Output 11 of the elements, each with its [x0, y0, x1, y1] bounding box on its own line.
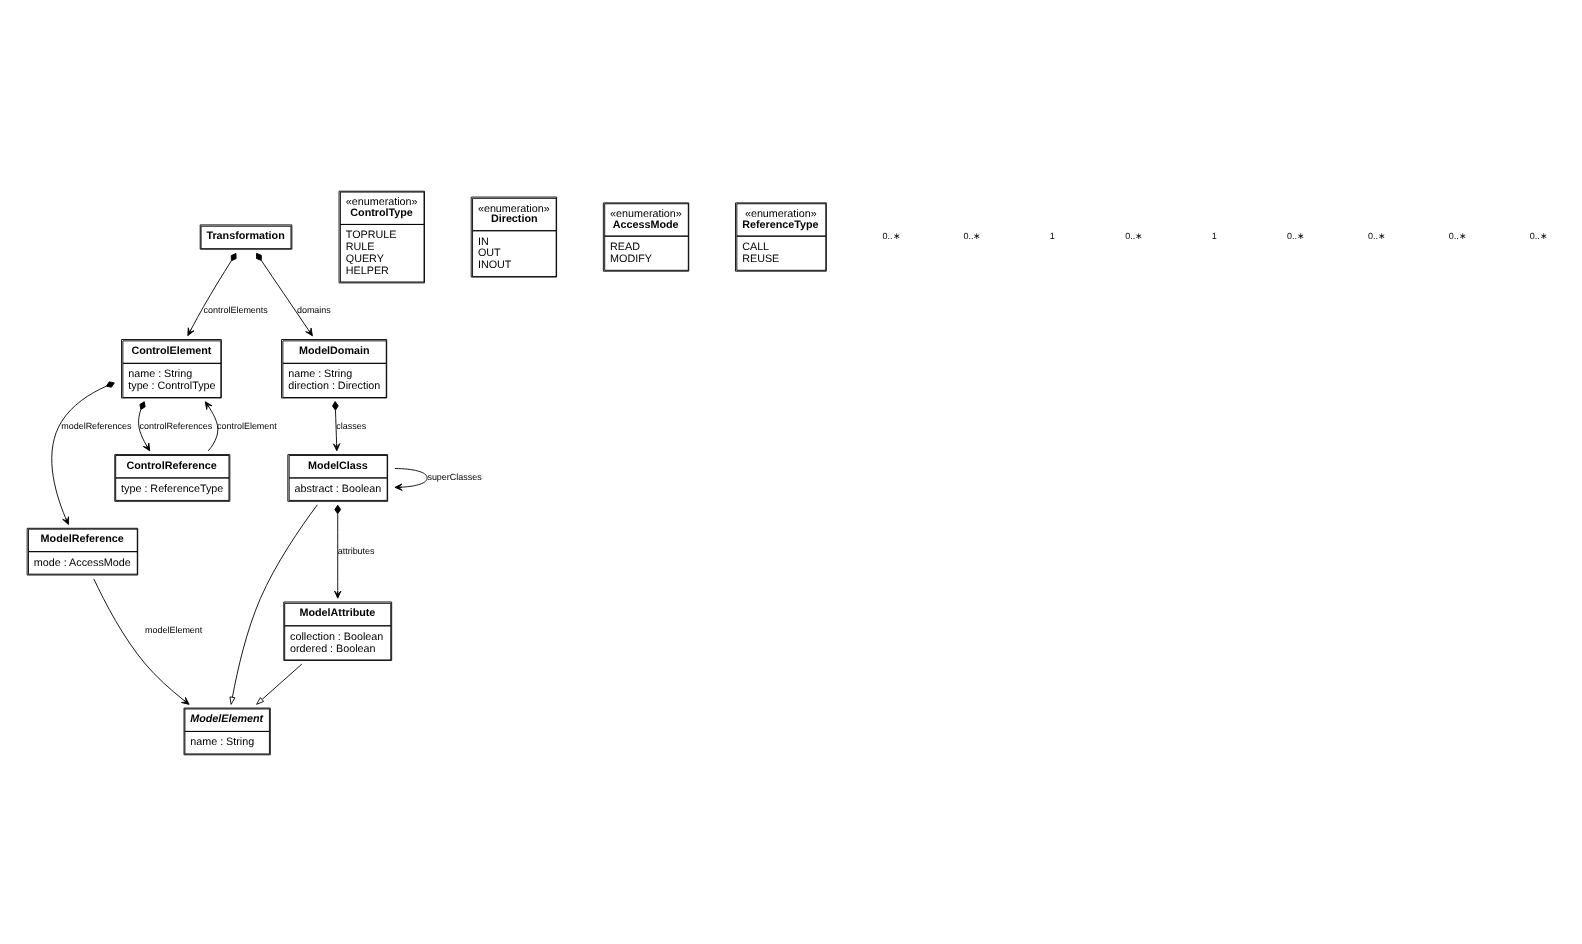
arrow: [394, 467, 428, 490]
arrow: [256, 662, 303, 704]
arrow: [332, 400, 341, 451]
arrow: [93, 577, 190, 704]
arrow: [229, 503, 318, 704]
arrow: [256, 251, 313, 336]
arrow: [187, 252, 237, 336]
arrow: [138, 400, 151, 451]
arrow: [51, 380, 115, 525]
arrow: [204, 400, 219, 451]
arrow: [334, 503, 342, 598]
